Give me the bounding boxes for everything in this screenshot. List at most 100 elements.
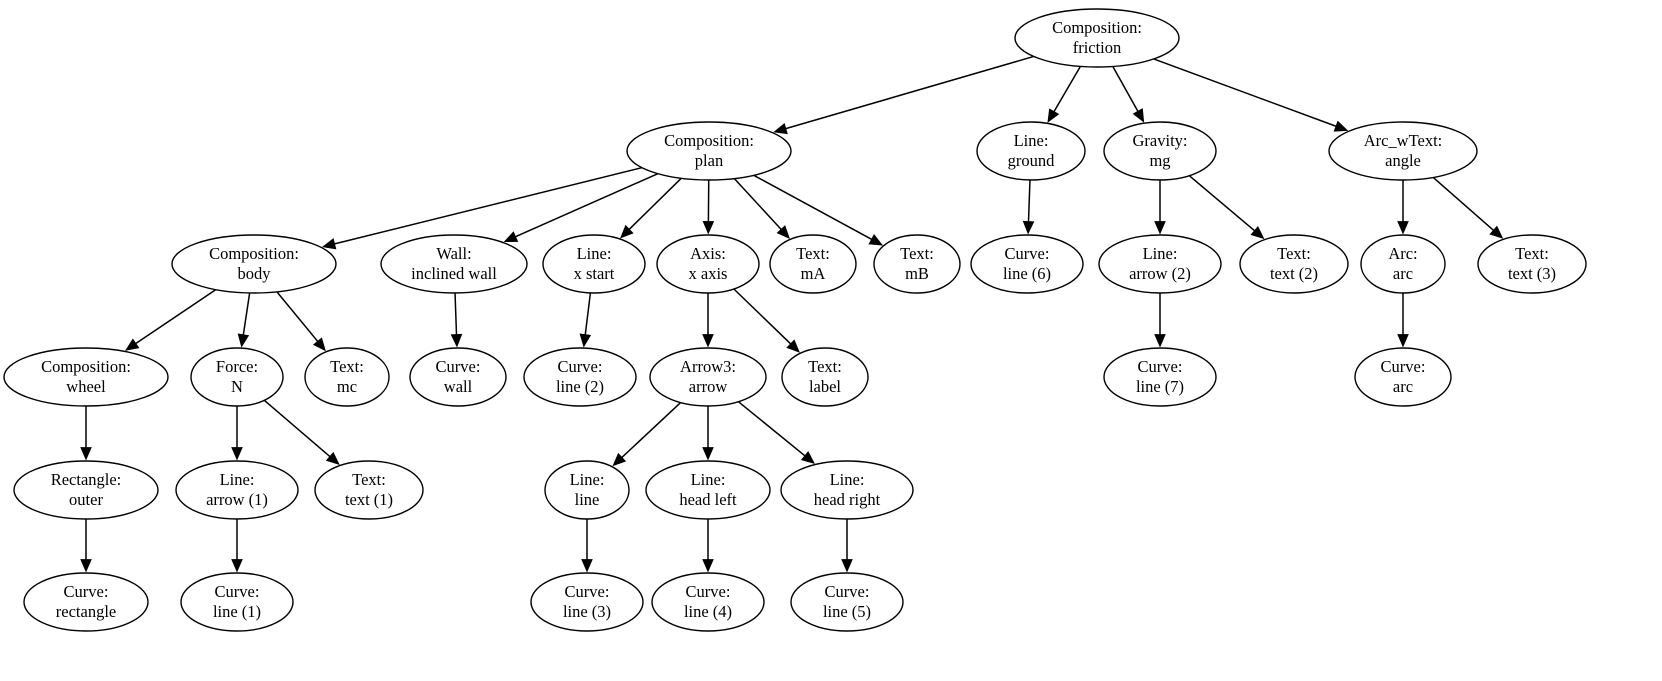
graph-node-line3[interactable]: Curve:line (3) — [530, 572, 644, 632]
node-name-label: arc — [1393, 264, 1413, 283]
graph-node-line6[interactable]: Curve:line (6) — [970, 234, 1084, 294]
graph-node-friction[interactable]: Composition:friction — [1014, 8, 1180, 68]
node-ellipse[interactable] — [649, 347, 767, 407]
graph-node-curvewall[interactable]: Curve:wall — [409, 347, 507, 407]
node-ellipse[interactable] — [780, 460, 914, 520]
graph-node-line2[interactable]: Curve:line (2) — [523, 347, 637, 407]
node-ellipse[interactable] — [1098, 234, 1222, 294]
graph-node-wheel[interactable]: Composition:wheel — [3, 347, 169, 407]
node-ellipse[interactable] — [23, 572, 149, 632]
node-ellipse[interactable] — [1477, 234, 1587, 294]
graph-node-body[interactable]: Composition:body — [171, 234, 337, 294]
node-ellipse[interactable] — [769, 234, 857, 294]
graph-node-text2[interactable]: Text:text (2) — [1239, 234, 1349, 294]
node-name-label: body — [238, 264, 272, 283]
node-type-label: Text: — [900, 244, 934, 263]
node-ellipse[interactable] — [190, 347, 284, 407]
node-ellipse[interactable] — [304, 347, 390, 407]
node-type-label: Gravity: — [1133, 131, 1188, 150]
node-ellipse[interactable] — [542, 234, 646, 294]
graph-node-xstart[interactable]: Line:x start — [542, 234, 646, 294]
node-ellipse[interactable] — [544, 460, 630, 520]
node-ellipse[interactable] — [180, 572, 294, 632]
node-ellipse[interactable] — [781, 347, 869, 407]
graph-node-wall[interactable]: Wall:inclined wall — [380, 234, 528, 294]
node-ellipse[interactable] — [1354, 347, 1452, 407]
graph-node-mc[interactable]: Text:mc — [304, 347, 390, 407]
graph-node-arc_wtext[interactable]: Arc_wText:angle — [1328, 121, 1478, 181]
node-type-label: Line: — [1143, 244, 1178, 263]
node-ellipse[interactable] — [380, 234, 528, 294]
graph-node-line4[interactable]: Curve:line (4) — [651, 572, 765, 632]
node-name-label: line (3) — [563, 602, 611, 621]
arrowhead-icon — [503, 231, 519, 243]
node-ellipse[interactable] — [1328, 121, 1478, 181]
arrowhead-icon — [702, 559, 714, 573]
node-ellipse[interactable] — [790, 572, 904, 632]
graph-edge — [454, 292, 458, 335]
graph-node-curvearc[interactable]: Curve:arc — [1354, 347, 1452, 407]
graph-node-rectangle[interactable]: Curve:rectangle — [23, 572, 149, 632]
node-name-label: x axis — [689, 264, 728, 283]
arrowhead-icon — [312, 337, 326, 352]
graph-node-arc[interactable]: Arc:arc — [1360, 234, 1446, 294]
graph-node-line1[interactable]: Curve:line (1) — [180, 572, 294, 632]
node-ellipse[interactable] — [1239, 234, 1349, 294]
node-name-label: head left — [679, 490, 737, 509]
graph-node-xaxis[interactable]: Axis:x axis — [656, 234, 760, 294]
arrowhead-icon — [1333, 120, 1349, 132]
graph-node-arrow2[interactable]: Line:arrow (2) — [1098, 234, 1222, 294]
graph-node-mA[interactable]: Text:mA — [769, 234, 857, 294]
node-ellipse[interactable] — [1103, 347, 1217, 407]
graph-node-forceN[interactable]: Force:N — [190, 347, 284, 407]
graph-node-plan[interactable]: Composition:plan — [626, 121, 792, 181]
node-name-label: text (1) — [345, 490, 393, 509]
node-ellipse[interactable] — [626, 121, 792, 181]
arrowhead-icon — [702, 447, 714, 461]
node-ellipse[interactable] — [530, 572, 644, 632]
graph-node-line7[interactable]: Curve:line (7) — [1103, 347, 1217, 407]
node-ellipse[interactable] — [171, 234, 337, 294]
node-ellipse[interactable] — [656, 234, 760, 294]
graph-node-headleft[interactable]: Line:head left — [645, 460, 771, 520]
node-ellipse[interactable] — [409, 347, 507, 407]
graph-node-ground[interactable]: Line:ground — [976, 121, 1086, 181]
node-ellipse[interactable] — [1103, 121, 1217, 181]
graph-node-rectouter[interactable]: Rectangle:outer — [13, 460, 159, 520]
node-ellipse[interactable] — [976, 121, 1086, 181]
node-ellipse[interactable] — [970, 234, 1084, 294]
graph-node-line5[interactable]: Curve:line (5) — [790, 572, 904, 632]
node-ellipse[interactable] — [1014, 8, 1180, 68]
graph-edge — [1053, 66, 1082, 112]
node-ellipse[interactable] — [175, 460, 299, 520]
arrowhead-icon — [702, 221, 715, 235]
arrowhead-icon — [786, 339, 800, 353]
graph-node-lineline[interactable]: Line:line — [544, 460, 630, 520]
graph-node-label[interactable]: Text:label — [781, 347, 869, 407]
graph-node-mB[interactable]: Text:mB — [873, 234, 961, 294]
node-ellipse[interactable] — [523, 347, 637, 407]
node-ellipse[interactable] — [1360, 234, 1446, 294]
arrowhead-icon — [1022, 220, 1035, 235]
graph-node-arrow1[interactable]: Line:arrow (1) — [175, 460, 299, 520]
node-name-label: text (2) — [1270, 264, 1318, 283]
node-ellipse[interactable] — [651, 572, 765, 632]
node-name-label: N — [231, 377, 243, 396]
node-ellipse[interactable] — [873, 234, 961, 294]
node-ellipse[interactable] — [645, 460, 771, 520]
arrowhead-icon — [80, 447, 92, 461]
graph-node-headright[interactable]: Line:head right — [780, 460, 914, 520]
node-name-label: line (6) — [1003, 264, 1051, 283]
node-ellipse[interactable] — [314, 460, 424, 520]
graph-node-text3[interactable]: Text:text (3) — [1477, 234, 1587, 294]
edge-layer — [80, 55, 1504, 573]
graph-node-arrow3[interactable]: Arrow3:arrow — [649, 347, 767, 407]
node-type-label: Curve: — [565, 582, 610, 601]
graph-node-gravity[interactable]: Gravity:mg — [1103, 121, 1217, 181]
graph-node-text1[interactable]: Text:text (1) — [314, 460, 424, 520]
node-ellipse[interactable] — [3, 347, 169, 407]
node-name-label: rectangle — [56, 602, 116, 621]
arrowhead-icon — [231, 559, 243, 573]
node-ellipse[interactable] — [13, 460, 159, 520]
node-type-label: Composition: — [41, 357, 131, 376]
